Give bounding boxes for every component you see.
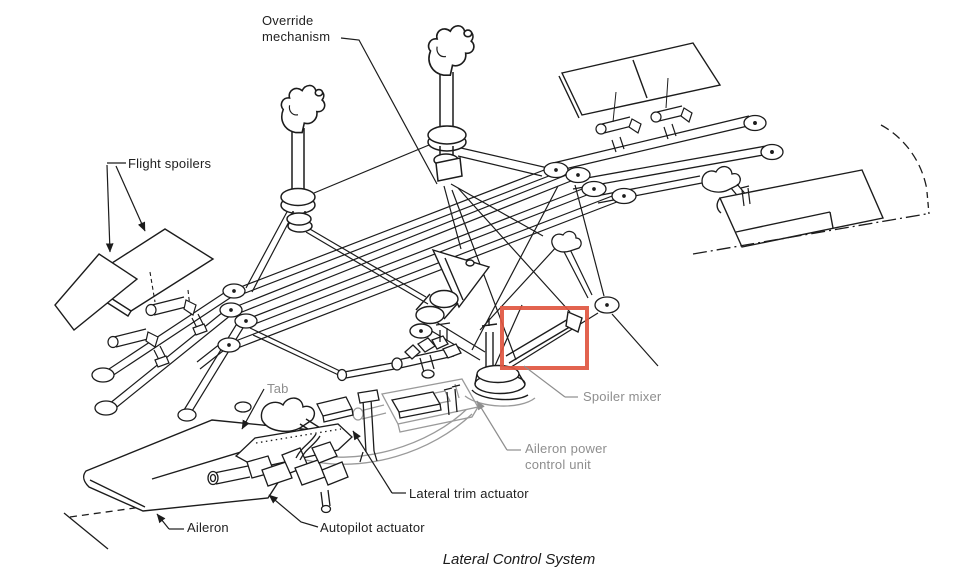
label-aileron: Aileron bbox=[187, 520, 229, 535]
label-autopilot-actuator: Autopilot actuator bbox=[320, 520, 425, 535]
left-yoke-grip bbox=[280, 84, 326, 134]
figure-caption: Lateral Control System bbox=[442, 551, 596, 568]
lateral-trim-leader bbox=[352, 430, 393, 494]
right-yoke-grip bbox=[427, 25, 475, 77]
left-pulley-cluster bbox=[91, 283, 258, 422]
right-aileron bbox=[716, 169, 884, 248]
label-override-mechanism: Override mechanism bbox=[262, 13, 330, 45]
aileron-actuator-cluster bbox=[207, 384, 461, 514]
label-aileron-power-control-unit: Aileron power control unit bbox=[525, 441, 607, 473]
label-pcu-line2: control unit bbox=[525, 457, 591, 472]
label-override-line1: Override bbox=[262, 13, 314, 28]
cable-runs bbox=[105, 144, 659, 417]
flight-spoilers-arrow-2 bbox=[115, 165, 146, 232]
control-columns bbox=[280, 72, 467, 233]
cable-quadrant bbox=[409, 248, 491, 339]
right-flight-spoiler-panels bbox=[558, 42, 722, 119]
wing-root-pulley-cluster bbox=[543, 161, 637, 314]
highlight-box bbox=[500, 306, 589, 370]
right-spoiler-actuators bbox=[595, 77, 693, 153]
override-leader bbox=[340, 37, 438, 185]
label-tab: Tab bbox=[267, 381, 289, 396]
tab-leader bbox=[241, 388, 265, 430]
wing-outline-dashes bbox=[63, 124, 930, 550]
aileron-leader bbox=[156, 513, 170, 530]
spoiler-mixer-assembly bbox=[471, 310, 583, 401]
label-spoiler-mixer: Spoiler mixer bbox=[583, 389, 662, 404]
leader-lines bbox=[105, 37, 578, 530]
flight-spoilers-arrow-1 bbox=[105, 164, 114, 253]
lateral-trim-assembly bbox=[336, 322, 462, 382]
left-flight-spoiler-panels bbox=[54, 228, 215, 331]
label-lateral-trim-actuator: Lateral trim actuator bbox=[409, 486, 529, 501]
override-yokes bbox=[280, 25, 475, 134]
spoiler-mixer-leader bbox=[523, 365, 566, 398]
left-spoiler-actuators bbox=[107, 296, 208, 368]
autopilot-leader bbox=[268, 494, 319, 528]
label-flight-spoilers: Flight spoilers bbox=[128, 156, 212, 171]
label-pcu-line1: Aileron power bbox=[525, 441, 608, 456]
pcu-leader bbox=[476, 400, 508, 451]
label-override-line2: mechanism bbox=[262, 29, 331, 44]
